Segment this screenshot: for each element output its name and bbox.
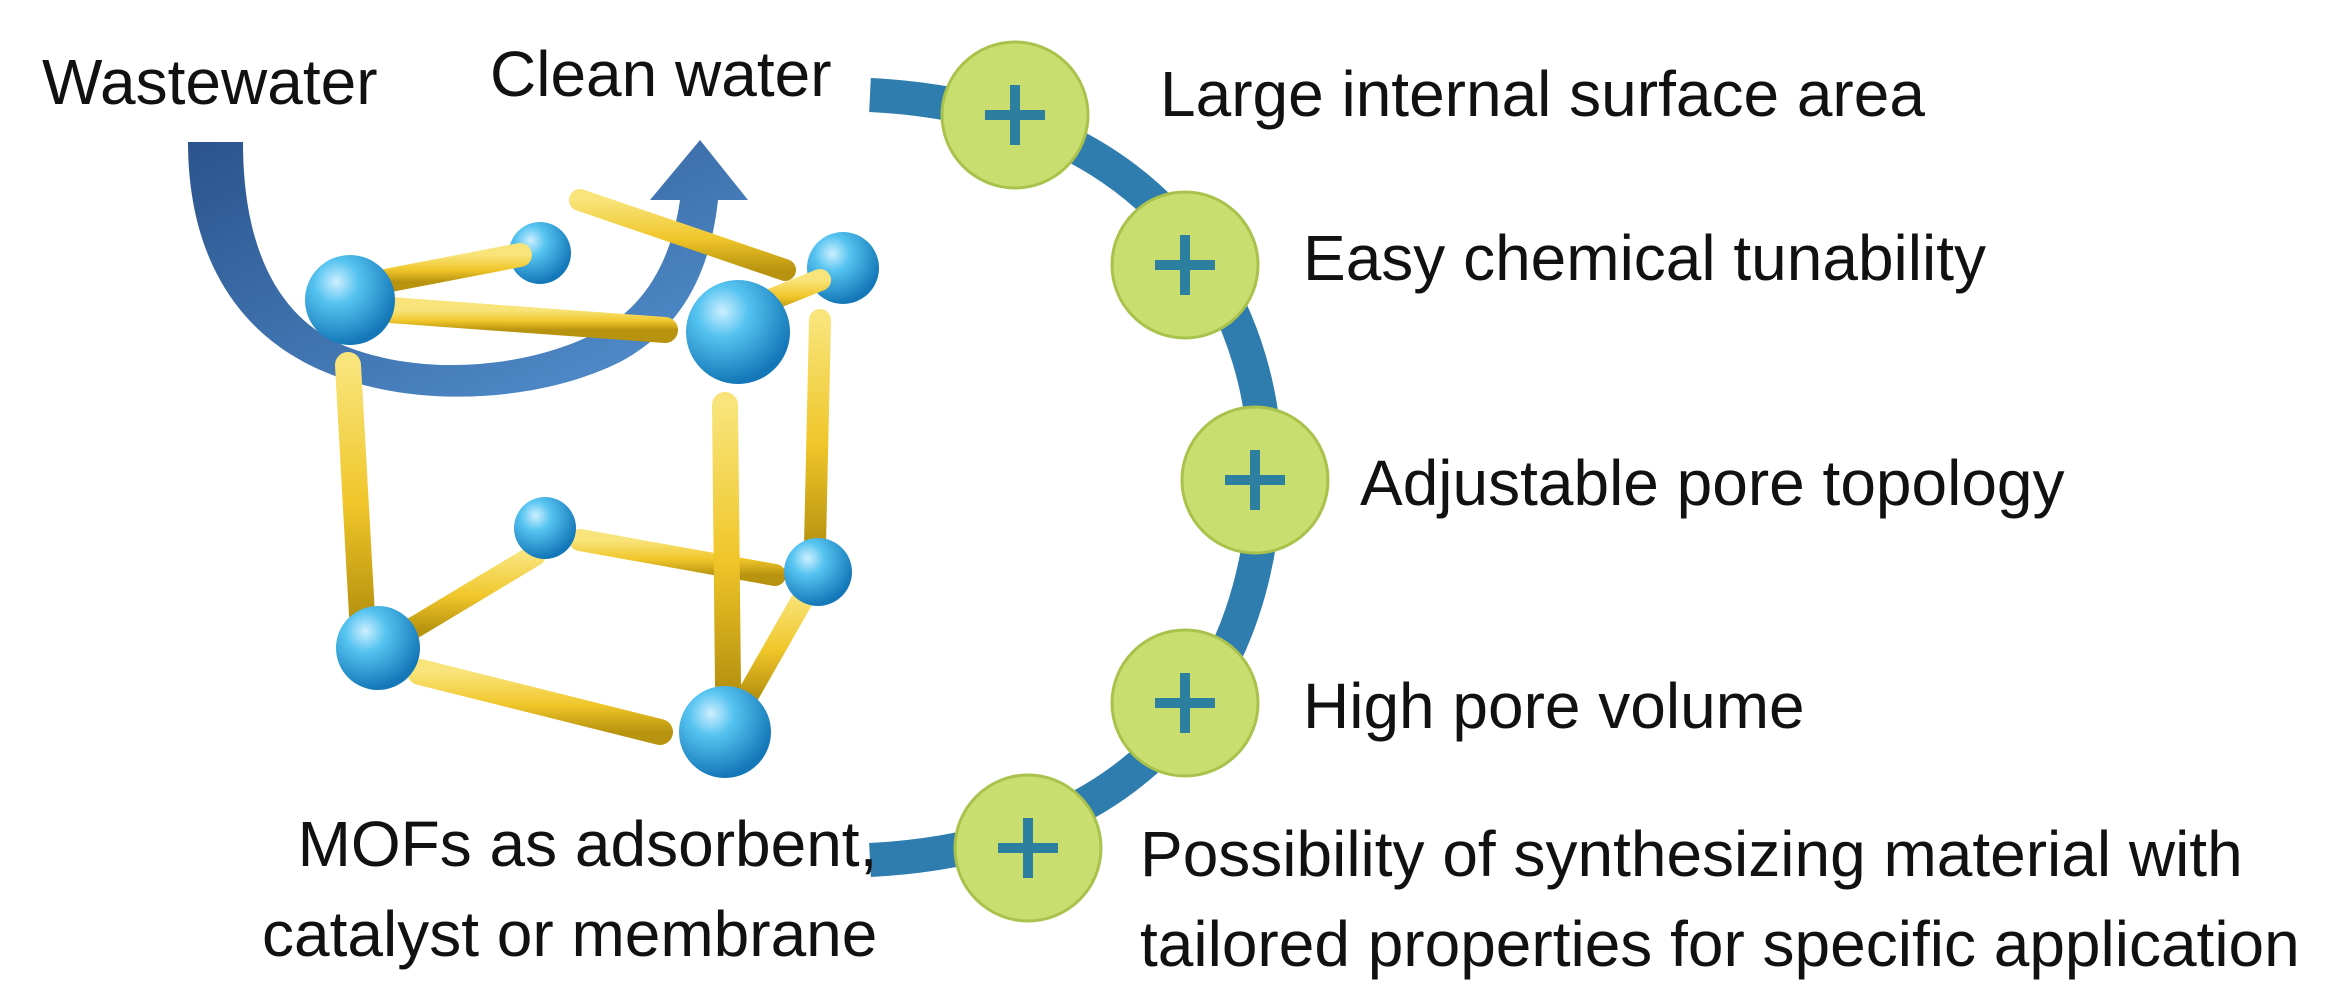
rod [737, 584, 816, 706]
rod [399, 544, 546, 641]
rod [804, 309, 831, 556]
wastewater-label: Wastewater [42, 46, 378, 118]
feature-text-pore-volume: High pore volume [1303, 670, 1805, 742]
rod [712, 392, 741, 698]
property-badges [940, 40, 1330, 923]
plus-icon [1155, 235, 1215, 295]
plus-icon [998, 818, 1058, 878]
property-badge [953, 773, 1103, 923]
plus-icon [1225, 450, 1285, 510]
rod [569, 529, 786, 586]
metal-node [514, 497, 576, 559]
feature-text-surface-area: Large internal surface area [1160, 58, 1925, 130]
property-badge [1110, 628, 1260, 778]
property-badge [1110, 190, 1260, 340]
feature-text-pore-topology: Adjustable pore topology [1360, 447, 2065, 519]
property-badge [1180, 405, 1330, 555]
rod [335, 352, 375, 628]
plus-icon [1155, 673, 1215, 733]
metal-node [784, 538, 852, 606]
rods-front [335, 243, 831, 745]
metal-node [686, 280, 790, 384]
rod [377, 297, 678, 343]
metal-node [509, 222, 571, 284]
metal-node [305, 255, 395, 345]
metal-node [679, 686, 771, 778]
plus-icon [985, 85, 1045, 145]
metal-node [336, 606, 420, 690]
feature-text-tailored-synthesis: Possibility of synthesizing material wit… [1140, 818, 2300, 980]
clean-water-label: Clean water [490, 38, 832, 110]
mof-caption: MOFs as adsorbent, catalyst or membrane [262, 808, 878, 970]
metal-node [807, 232, 879, 304]
rod [407, 659, 673, 745]
rod [569, 189, 796, 281]
mof-cube [305, 189, 879, 778]
property-badge [940, 40, 1090, 190]
rod [368, 243, 532, 294]
feature-text-chemical-tunability: Easy chemical tunability [1303, 222, 1986, 294]
rods-back [399, 189, 831, 706]
